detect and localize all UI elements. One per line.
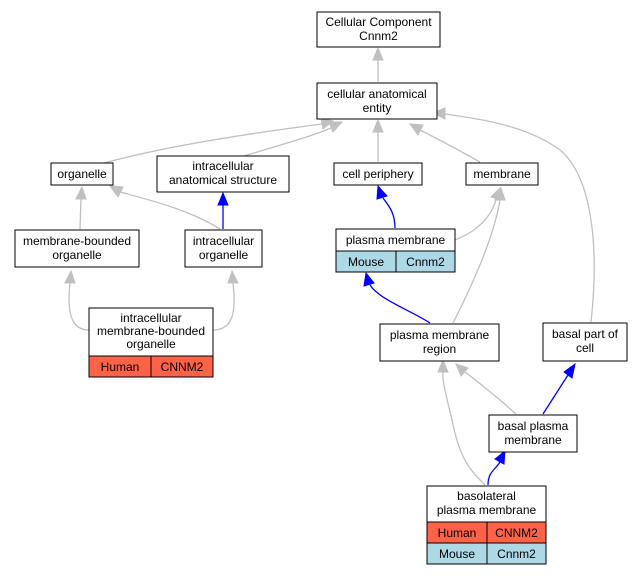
gene-label: Cnnm2	[497, 547, 536, 561]
edge-head	[494, 186, 506, 201]
edge-bpc-to-cae	[444, 113, 595, 323]
node-label-line: basolateral	[457, 489, 516, 503]
node-label-line: intracellular	[193, 234, 254, 248]
edge-head	[563, 362, 576, 379]
edge-blpm-to-pmr	[442, 371, 486, 486]
edge-head	[437, 358, 449, 373]
node-label-line: organelle	[57, 167, 107, 181]
gene-label: CNNM2	[495, 526, 538, 540]
node-organelle[interactable]: organelle	[50, 162, 114, 186]
edge-head	[372, 46, 384, 61]
node-label-line: membrane	[504, 433, 562, 447]
node-plasma-membrane[interactable]: plasma membrane Mouse Cnnm2	[335, 228, 456, 273]
edge-head	[455, 363, 469, 377]
species-label: Mouse	[439, 547, 475, 561]
node-intracellular-organelle[interactable]: intracellular organelle	[184, 229, 263, 268]
species-label: Mouse	[348, 255, 384, 269]
node-basolateral-plasma-membrane[interactable]: basolateral plasma membrane Human CNNM2 …	[426, 485, 547, 565]
edge-head	[64, 269, 76, 284]
node-label-line: plasma membrane	[437, 503, 537, 517]
node-cellular-component[interactable]: Cellular Component Cnnm2	[316, 11, 441, 48]
edge-head	[328, 121, 344, 133]
gene-label: Cnnm2	[406, 255, 445, 269]
node-plasma-membrane-region[interactable]: plasma membrane region	[379, 323, 500, 362]
edge-membrane-to-cae	[419, 129, 481, 163]
node-label-line: plasma membrane	[346, 233, 446, 247]
edge-imbo-to-mbo	[68, 282, 90, 331]
gene-cell-mouse	[395, 250, 456, 273]
edge-head	[363, 271, 375, 287]
node-label-line: cell periphery	[342, 167, 413, 181]
node-label-line: Cellular Component	[325, 15, 432, 29]
edge-bpm-to-bpc	[542, 374, 569, 415]
edge-head	[217, 191, 229, 206]
edge-bpm-to-pmr	[464, 371, 517, 415]
edge-io-to-organelle	[119, 191, 221, 230]
node-intracellular-membrane-bounded-organelle[interactable]: intracellular membrane-bounded organelle…	[88, 307, 214, 378]
edge-head	[431, 107, 446, 120]
node-membrane-bounded-organelle[interactable]: membrane-bounded organelle	[14, 229, 140, 268]
edge-pm-to-membrane	[454, 199, 497, 241]
edge-head	[494, 449, 506, 465]
node-intracellular-anatomical-structure[interactable]: intracellular anatomical structure	[156, 155, 290, 193]
edge-mbo-to-organelle	[79, 198, 82, 230]
node-label-line: basal part of	[552, 327, 619, 341]
node-label-line: organelle	[52, 248, 102, 262]
node-label-line: region	[423, 342, 456, 356]
edge-organelle-to-cae	[103, 123, 323, 164]
edge-head	[376, 184, 388, 200]
edge-imbo-to-io	[212, 282, 235, 331]
node-label-line: intracellular	[192, 159, 253, 173]
node-label-line: plasma membrane	[390, 328, 490, 342]
edge-head	[75, 185, 87, 200]
nodes: Cellular Component Cnnm2 cellular anatom…	[14, 11, 628, 565]
edge-pmr-to-membrane	[452, 199, 501, 324]
node-label-line: membrane	[473, 167, 531, 181]
edge-head	[408, 123, 424, 136]
edge-pm-to-cp	[382, 197, 396, 229]
node-label-line: basal plasma	[498, 419, 569, 433]
edge-ias-to-cae	[243, 127, 332, 157]
gene-cell-human	[150, 355, 214, 378]
edge-pmr-to-pm	[369, 284, 431, 324]
edge-blpm-to-bpm	[487, 461, 501, 486]
node-label-line: entity	[363, 101, 392, 115]
node-cell-periphery[interactable]: cell periphery	[333, 162, 423, 186]
gene-label: CNNM2	[161, 360, 204, 374]
species-label: Human	[438, 526, 477, 540]
node-basal-plasma-membrane[interactable]: basal plasma membrane	[488, 414, 578, 453]
gene-cell-mouse	[486, 542, 547, 565]
edge-head	[227, 269, 239, 284]
edge-head	[108, 185, 124, 198]
node-label-line: anatomical structure	[169, 173, 277, 187]
node-label-line: membrane-bounded	[23, 234, 131, 248]
species-label: Human	[101, 360, 140, 374]
node-label-line: cellular anatomical	[327, 87, 426, 101]
node-label-line: cell	[576, 341, 594, 355]
node-label-line: organelle	[199, 248, 249, 262]
node-membrane[interactable]: membrane	[465, 162, 539, 186]
edges	[64, 46, 595, 486]
node-label-line: organelle	[126, 337, 176, 351]
node-label-line: membrane-bounded	[97, 324, 205, 338]
node-label-line: Cnnm2	[359, 29, 398, 43]
node-label-line: intracellular	[120, 311, 181, 325]
edge-head	[372, 118, 384, 133]
node-basal-part-of-cell[interactable]: basal part of cell	[542, 322, 628, 362]
node-cellular-anatomical-entity[interactable]: cellular anatomical entity	[316, 82, 438, 120]
